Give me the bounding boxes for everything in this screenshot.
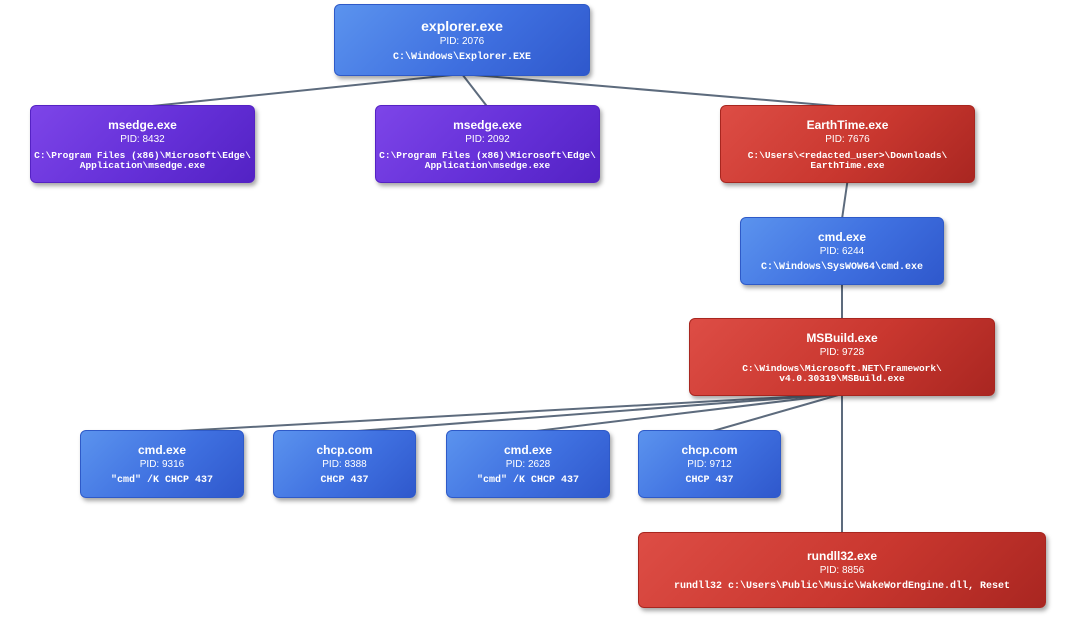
node-cmdline: C:\Windows\Microsoft.NET\Framework\ v4.0… — [742, 362, 942, 384]
node-cmdline: C:\Users\<redacted_user>\Downloads\ Eart… — [747, 149, 948, 171]
node-msbuild[interactable]: MSBuild.exe PID: 9728 C:\Windows\Microso… — [689, 318, 995, 396]
edge-msbuild-cmd9316 — [161, 393, 843, 433]
node-cmdline: "cmd" /K CHCP 437 — [110, 474, 214, 486]
node-msedge-2092[interactable]: msedge.exe PID: 2092 C:\Program Files (x… — [375, 105, 600, 183]
edge-explorer-earthtime — [461, 73, 848, 108]
node-chcp-9712[interactable]: chcp.com PID: 9712 CHCP 437 — [638, 430, 781, 498]
node-cmdline: CHCP 437 — [685, 474, 734, 486]
node-name: cmd.exe — [503, 442, 553, 457]
node-name: MSBuild.exe — [806, 330, 878, 345]
node-name: explorer.exe — [421, 17, 503, 34]
edge-earthtime-cmd6244 — [841, 180, 849, 220]
node-name: chcp.com — [681, 442, 738, 457]
node-rundll32[interactable]: rundll32.exe PID: 8856 rundll32 c:\Users… — [638, 532, 1046, 608]
node-earthtime[interactable]: EarthTime.exe PID: 7676 C:\Users\<redact… — [720, 105, 975, 183]
node-cmdline: "cmd" /K CHCP 437 — [476, 474, 580, 486]
node-chcp-8388[interactable]: chcp.com PID: 8388 CHCP 437 — [273, 430, 416, 498]
node-cmdline: CHCP 437 — [320, 474, 369, 486]
node-name: chcp.com — [316, 442, 373, 457]
node-name: EarthTime.exe — [806, 117, 889, 132]
node-cmd-6244[interactable]: cmd.exe PID: 6244 C:\Windows\SysWOW64\cm… — [740, 217, 944, 285]
edge-msbuild-cmd2628 — [527, 393, 843, 433]
node-pid: PID: 8388 — [322, 458, 367, 470]
node-pid: PID: 8856 — [819, 564, 865, 576]
node-pid: PID: 2628 — [505, 458, 551, 470]
node-name: msedge.exe — [108, 117, 177, 132]
node-name: rundll32.exe — [806, 548, 878, 563]
node-pid: PID: 7676 — [825, 133, 870, 145]
node-cmdline: C:\Windows\SysWOW64\cmd.exe — [760, 261, 924, 273]
node-cmdline: C:\Program Files (x86)\Microsoft\Edge\ A… — [379, 149, 596, 171]
node-pid: PID: 9712 — [687, 458, 732, 470]
node-msedge-8432[interactable]: msedge.exe PID: 8432 C:\Program Files (x… — [30, 105, 255, 183]
node-cmd-2628[interactable]: cmd.exe PID: 2628 "cmd" /K CHCP 437 — [446, 430, 610, 498]
node-pid: PID: 9316 — [139, 458, 185, 470]
node-cmd-9316[interactable]: cmd.exe PID: 9316 "cmd" /K CHCP 437 — [80, 430, 244, 498]
node-name: msedge.exe — [453, 117, 522, 132]
node-cmdline: C:\Program Files (x86)\Microsoft\Edge\ A… — [34, 149, 251, 171]
edge-msbuild-chcp9712 — [709, 393, 843, 433]
node-cmdline: C:\Windows\Explorer.EXE — [392, 51, 532, 63]
node-cmdline: rundll32 c:\Users\Public\Music\WakeWordE… — [673, 580, 1011, 592]
node-pid: PID: 6244 — [819, 245, 865, 257]
node-pid: PID: 2092 — [465, 133, 510, 145]
node-name: cmd.exe — [817, 229, 867, 244]
node-explorer[interactable]: explorer.exe PID: 2076 C:\Windows\Explor… — [334, 4, 590, 76]
node-name: cmd.exe — [137, 442, 187, 457]
edge-explorer-msedge2 — [461, 73, 489, 108]
node-pid: PID: 9728 — [819, 346, 865, 358]
node-pid: PID: 8432 — [120, 133, 165, 145]
edge-msbuild-chcp8388 — [344, 393, 843, 433]
node-pid: PID: 2076 — [439, 35, 485, 47]
edge-explorer-msedge1 — [142, 73, 463, 108]
